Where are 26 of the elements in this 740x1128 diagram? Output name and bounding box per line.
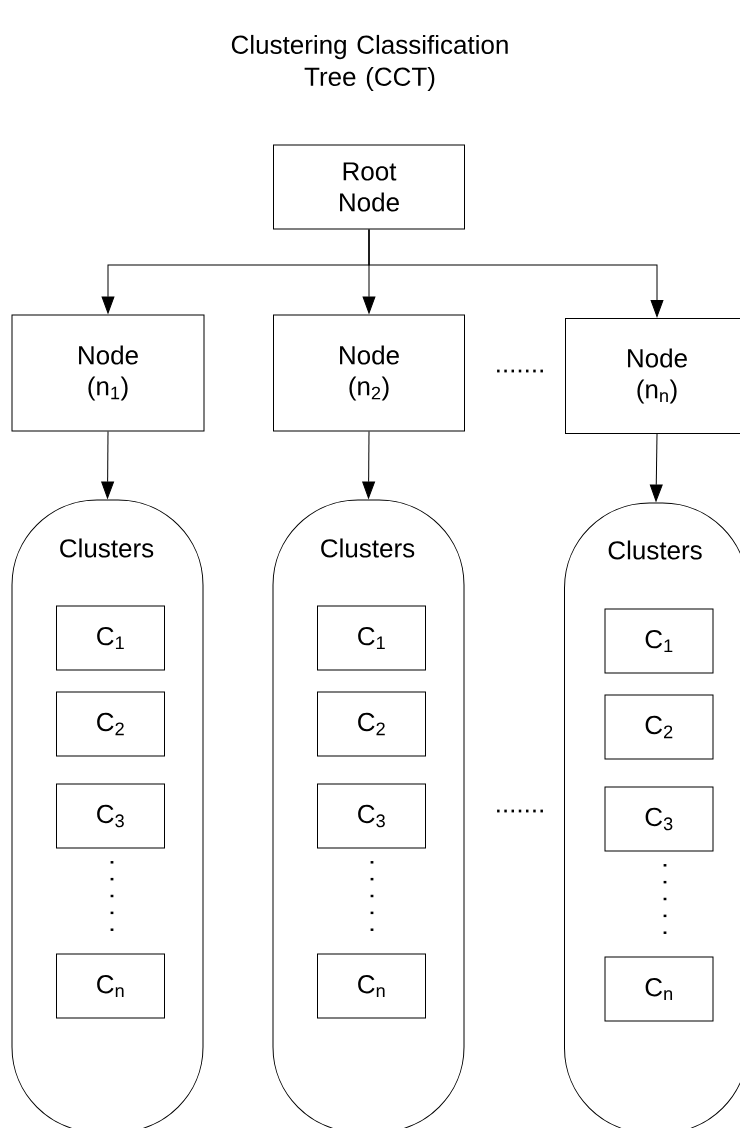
node-box: Node (n$_{2}$) bbox=[273, 314, 465, 432]
cluster-box: C$_{2}$ bbox=[56, 691, 165, 757]
node-box: Node (n$_{1}$) bbox=[11, 314, 205, 432]
root-box: Root Node bbox=[273, 144, 465, 230]
arrow bbox=[101, 431, 115, 499]
vertical-ellipsis: . . . . . bbox=[370, 861, 374, 931]
title: Clustering Classification Tree (CCT) bbox=[231, 34, 508, 92]
node-box: Node (n$_{n}$) bbox=[565, 318, 740, 434]
cluster-box: C$_{1}$ bbox=[604, 608, 714, 674]
arrow bbox=[649, 433, 663, 502]
cluster-box: C$_{2}$ bbox=[317, 691, 426, 757]
cluster-box: C$_{n}$ bbox=[317, 953, 426, 1019]
ellipsis: ....... bbox=[497, 809, 543, 813]
cluster-box: C$_{1}$ bbox=[317, 605, 426, 671]
cluster-box: C$_{3}$ bbox=[317, 783, 426, 849]
cluster-box: C$_{n}$ bbox=[604, 956, 714, 1022]
ellipsis: ....... bbox=[497, 369, 543, 373]
cluster-box: C$_{n}$ bbox=[56, 953, 165, 1019]
cluster-box: C$_{3}$ bbox=[56, 783, 165, 849]
cluster-box: C$_{1}$ bbox=[56, 605, 165, 671]
cluster-box: C$_{3}$ bbox=[604, 786, 714, 852]
cluster-box: C$_{2}$ bbox=[604, 694, 714, 760]
arrow bbox=[362, 431, 376, 499]
vertical-ellipsis: . . . . . bbox=[110, 861, 114, 931]
vertical-ellipsis: . . . . . bbox=[663, 864, 667, 934]
arrow bbox=[368, 229, 664, 318]
